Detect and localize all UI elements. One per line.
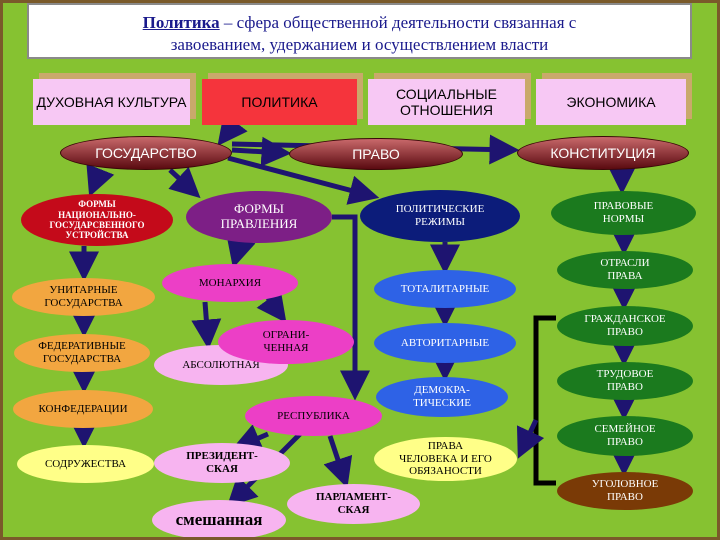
node-label: ПРАВОВЫЕ НОРМЫ bbox=[593, 200, 654, 225]
node-state[interactable]: ГОСУДАРСТВО bbox=[60, 136, 232, 170]
node-label: ФОРМЫ НАЦИОНАЛЬНО-ГОСУДАРСВЕННОГО УСТРОЙ… bbox=[49, 199, 145, 241]
node-label: ДЕМОКРА-ТИЧЕСКИЕ bbox=[413, 384, 471, 409]
node-commonwealth[interactable]: СОДРУЖЕСТВА bbox=[17, 445, 154, 483]
node-family-law[interactable]: СЕМЕЙНОЕ ПРАВО bbox=[557, 416, 693, 456]
node-label: УГОЛОВНОЕ ПРАВО bbox=[591, 478, 659, 503]
node-label: РЕСПУБЛИКА bbox=[277, 409, 350, 422]
arrow-state-to-national-forms bbox=[86, 163, 115, 197]
node-label: ГРАЖДАНСКОЕ ПРАВО bbox=[584, 313, 666, 338]
node-labor-law[interactable]: ТРУДОВОЕ ПРАВО bbox=[557, 362, 693, 400]
sphere-label: ПОЛИТИКА bbox=[241, 93, 318, 110]
arrow-forms-to-monarchy bbox=[226, 235, 256, 269]
title-line-1: Политика – сфера общественной деятельнос… bbox=[29, 13, 690, 33]
node-label: ПОЛИТИЧЕСКИЕ РЕЖИМЫ bbox=[395, 203, 485, 228]
node-label: ОГРАНИ-ЧЕННАЯ bbox=[262, 329, 310, 354]
arrow-bracket-to-human-rights bbox=[516, 418, 545, 459]
node-label: КОНСТИТУЦИЯ bbox=[550, 144, 656, 161]
title-term: Политика bbox=[142, 13, 220, 32]
node-human-rights[interactable]: ПРАВА ЧЕЛОВЕКА И ЕГО ОБЯЗАНОСТИ bbox=[374, 437, 517, 481]
node-label: СОДРУЖЕСТВА bbox=[44, 457, 127, 470]
sphere-economy[interactable]: ЭКОНОМИКА bbox=[536, 79, 686, 125]
node-label: ПРЕЗИДЕНТ-СКАЯ bbox=[186, 450, 258, 475]
sphere-social-relations[interactable]: СОЦИАЛЬНЫЕ ОТНОШЕНИЯ bbox=[368, 79, 525, 125]
node-label: СЕМЕЙНОЕ ПРАВО bbox=[594, 423, 656, 448]
node-federal[interactable]: ФЕДЕРАТИВНЫЕ ГОСУДАРСТВА bbox=[14, 334, 150, 372]
sphere-label: ДУХОВНАЯ КУЛЬТУРА bbox=[36, 93, 187, 110]
node-label: КОНФЕДЕРАЦИИ bbox=[38, 402, 128, 415]
node-label: ТРУДОВОЕ ПРАВО bbox=[596, 368, 654, 393]
sphere-spiritual-culture[interactable]: ДУХОВНАЯ КУЛЬТУРА bbox=[33, 79, 190, 125]
node-presidential[interactable]: ПРЕЗИДЕНТ-СКАЯ bbox=[154, 443, 290, 483]
title-definition: – сфера общественной деятельности связан… bbox=[219, 13, 577, 32]
title-line-2: завоеванием, удержанием и осуществлением… bbox=[170, 35, 549, 54]
title-box: Политика – сфера общественной деятельнос… bbox=[27, 3, 692, 59]
bracket-law-branches bbox=[533, 315, 556, 486]
sphere-label: ЭКОНОМИКА bbox=[566, 93, 656, 110]
node-label: ФОРМЫ ПРАВЛЕНИЯ bbox=[220, 201, 298, 231]
node-constitution[interactable]: КОНСТИТУЦИЯ bbox=[517, 136, 689, 170]
arrow-state-to-forms-of-rule bbox=[168, 166, 201, 199]
node-label: АВТОРИТАРНЫЕ bbox=[400, 336, 490, 349]
node-label: ТОТАЛИТАРНЫЕ bbox=[400, 282, 490, 295]
node-label: ПРАВА ЧЕЛОВЕКА И ЕГО ОБЯЗАНОСТИ bbox=[399, 440, 492, 478]
node-label: АБСОЛЮТНАЯ bbox=[182, 358, 260, 371]
node-totalitarian[interactable]: ТОТАЛИТАРНЫЕ bbox=[374, 270, 516, 308]
node-label: ОТРАСЛИ ПРАВА bbox=[600, 257, 650, 282]
arrow-monarchy-to-absolute bbox=[191, 301, 222, 350]
arrow-state-to-law bbox=[231, 136, 292, 167]
node-authoritarian[interactable]: АВТОРИТАРНЫЕ bbox=[374, 323, 516, 363]
sphere-politics[interactable]: ПОЛИТИКА bbox=[202, 79, 357, 125]
node-unitary[interactable]: УНИТАРНЫЕ ГОСУДАРСТВА bbox=[12, 278, 155, 316]
node-civil-law[interactable]: ГРАЖДАНСКОЕ ПРАВО bbox=[557, 306, 693, 346]
node-monarchy[interactable]: МОНАРХИЯ bbox=[162, 264, 298, 302]
node-republic[interactable]: РЕСПУБЛИКА bbox=[245, 396, 382, 436]
node-criminal-law[interactable]: УГОЛОВНОЕ ПРАВО bbox=[557, 472, 693, 510]
arrow-forms-to-republic bbox=[332, 214, 370, 401]
arrow-republic-to-parliamentary bbox=[323, 435, 353, 489]
node-democratic[interactable]: ДЕМОКРА-ТИЧЕСКИЕ bbox=[376, 377, 508, 417]
node-forms-of-rule[interactable]: ФОРМЫ ПРАВЛЕНИЯ bbox=[186, 191, 332, 243]
node-legal-norms[interactable]: ПРАВОВЫЕ НОРМЫ bbox=[551, 191, 696, 235]
node-label: ГОСУДАРСТВО bbox=[95, 144, 197, 161]
node-label: ФЕДЕРАТИВНЫЕ ГОСУДАРСТВА bbox=[38, 340, 126, 365]
node-label: МОНАРХИЯ bbox=[198, 276, 262, 289]
node-branches-of-law[interactable]: ОТРАСЛИ ПРАВА bbox=[557, 251, 693, 289]
node-law[interactable]: ПРАВО bbox=[289, 138, 463, 170]
node-limited[interactable]: ОГРАНИ-ЧЕННАЯ bbox=[218, 320, 354, 364]
node-parliamentary[interactable]: ПАРЛАМЕНТ-СКАЯ bbox=[287, 484, 420, 524]
node-label: смешанная bbox=[175, 510, 263, 530]
sphere-label: СОЦИАЛЬНЫЕ ОТНОШЕНИЯ bbox=[396, 85, 497, 118]
node-mixed[interactable]: смешанная bbox=[152, 500, 286, 540]
node-label: ПАРЛАМЕНТ-СКАЯ bbox=[316, 491, 391, 516]
arrow-state-to-regimes bbox=[227, 155, 380, 205]
arrow-monarchy-to-limited bbox=[256, 289, 287, 324]
node-national-state-forms[interactable]: ФОРМЫ НАЦИОНАЛЬНО-ГОСУДАРСВЕННОГО УСТРОЙ… bbox=[21, 194, 173, 246]
node-label: УНИТАРНЫЕ ГОСУДАРСТВА bbox=[44, 284, 123, 309]
node-confederation[interactable]: КОНФЕДЕРАЦИИ bbox=[13, 390, 153, 428]
node-political-regimes[interactable]: ПОЛИТИЧЕСКИЕ РЕЖИМЫ bbox=[360, 190, 520, 242]
node-label: ПРАВО bbox=[352, 145, 400, 162]
